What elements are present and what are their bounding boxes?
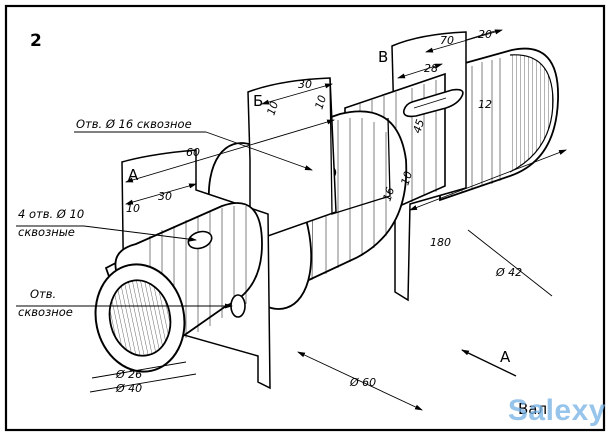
drawing-frame [4, 4, 606, 432]
dim-10-c: 10 [312, 94, 329, 111]
section-label-a: А [128, 166, 139, 184]
section-label-v: В [378, 48, 388, 66]
dim-dia-40: Ø 40 [115, 382, 142, 395]
dim-16: 16 [380, 186, 397, 203]
dim-20: 20 [478, 28, 492, 41]
dim-30-top: 30 [298, 78, 312, 91]
drawing-title: Вал [518, 400, 547, 418]
callout-hole-line1: Отв. [30, 287, 56, 301]
dim-30-left: 30 [158, 190, 172, 203]
dim-10-left: 10 [126, 202, 140, 215]
watermark-logo: Salexy [507, 394, 606, 427]
callout-hole-16: Отв. Ø 16 сквозное [76, 117, 192, 131]
left-hollow-shaft [94, 202, 263, 373]
dim-180: 180 [430, 236, 451, 249]
callout-holes-10-line2: сквозные [18, 225, 75, 239]
dim-10-b: 10 [264, 100, 281, 117]
dim-60: 60 [186, 146, 200, 159]
dim-12: 12 [478, 98, 492, 111]
dim-70: 70 [440, 34, 454, 47]
dim-45: 45 [410, 118, 427, 135]
dim-dia-60: Ø 60 [349, 376, 376, 389]
dimension-lines [16, 29, 567, 411]
view-direction-label: А [500, 348, 511, 366]
dim-10-d: 10 [398, 170, 415, 187]
callout-holes-10-line1: 4 отв. Ø 10 [18, 207, 84, 221]
figure-number: 2 [30, 31, 42, 51]
dim-dia-26: Ø 26 [115, 368, 142, 381]
dim-28: 28 [424, 62, 438, 75]
dim-dia-42: Ø 42 [495, 266, 522, 279]
callout-hole-line2: сквозное [18, 305, 73, 319]
section-label-b: Б [253, 92, 263, 110]
